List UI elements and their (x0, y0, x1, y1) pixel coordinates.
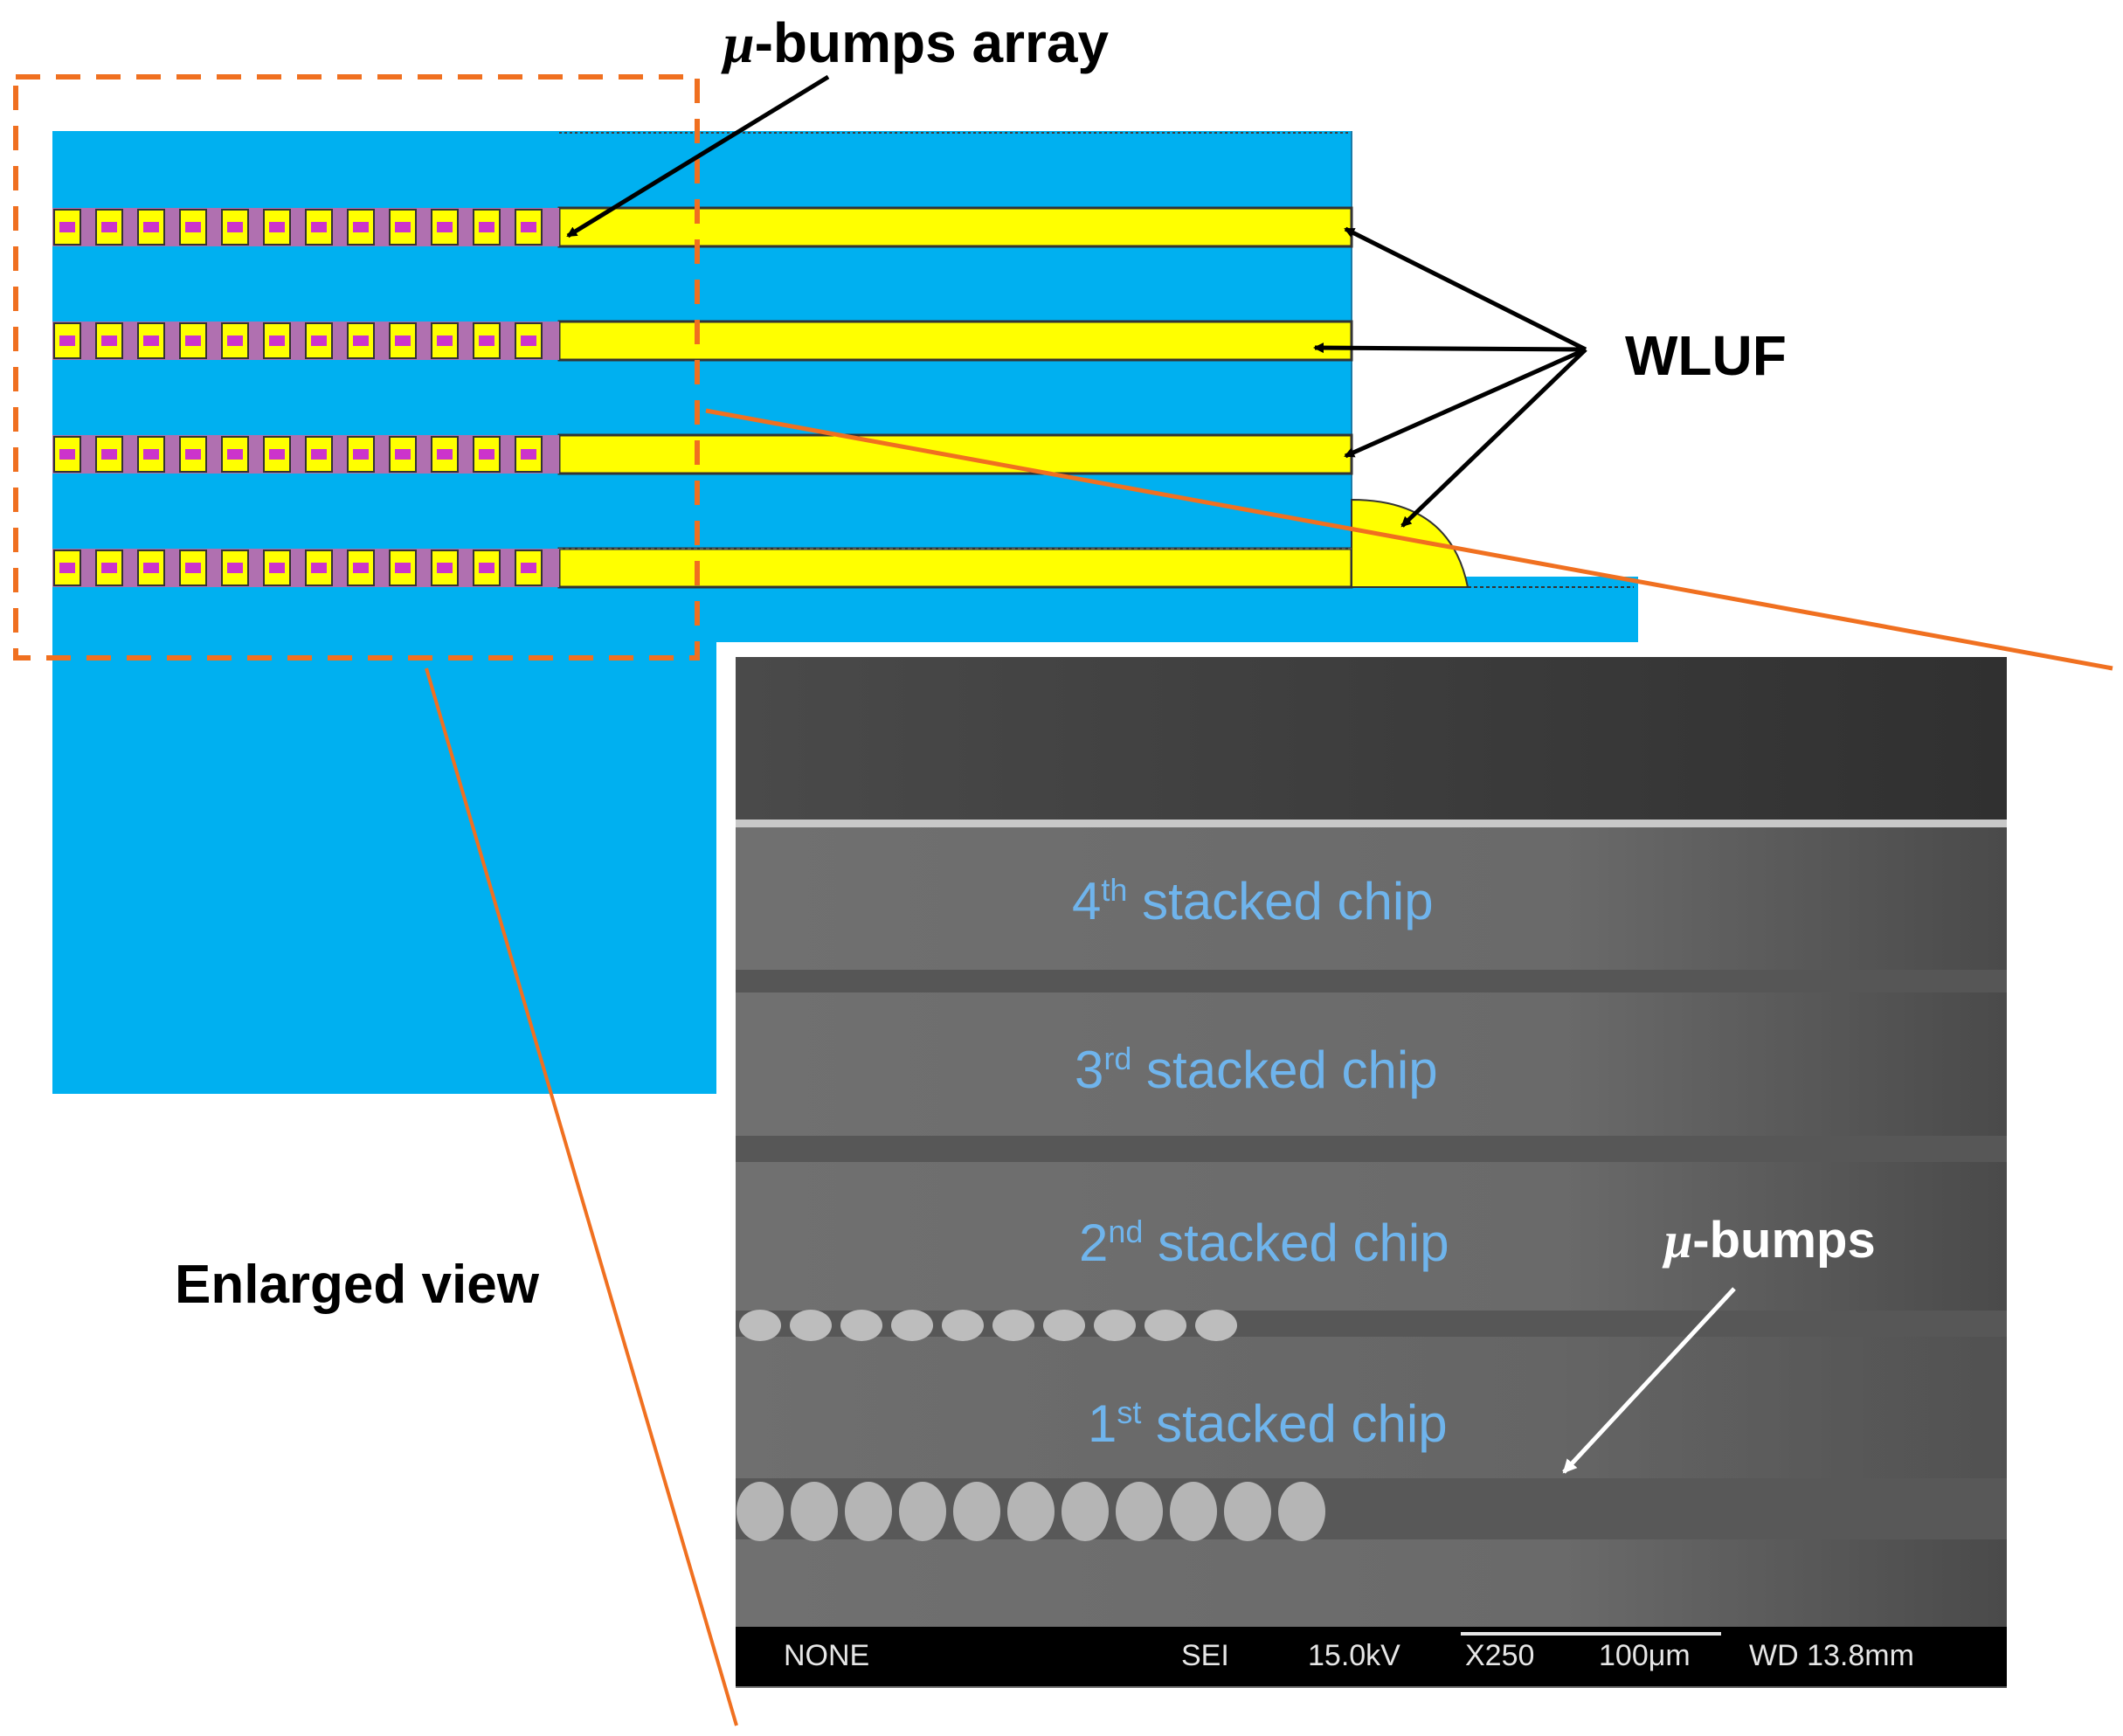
sem-micrograph (736, 657, 2007, 1688)
sem-signal: NONE (784, 1639, 870, 1672)
sem-bump (791, 1482, 838, 1541)
mu-bumps-array-label: μ-bumps array (723, 10, 1109, 76)
chip-number: 2 (1079, 1214, 1109, 1272)
sem-bump (845, 1482, 892, 1541)
wluf-layer-1 (557, 547, 1353, 589)
sem-voltage: 15.0kV (1308, 1639, 1400, 1672)
wluf-fillet (1351, 498, 1470, 588)
sem-bump (1094, 1310, 1136, 1341)
sem-chip-label-2: 2nd stacked chip (1079, 1213, 1449, 1273)
sem-bump (790, 1310, 832, 1341)
sem-scale-bar (1461, 1632, 1721, 1636)
sem-bump (953, 1482, 1000, 1541)
bump-row (52, 435, 559, 474)
sem-bump (840, 1310, 882, 1341)
sem-info-bar: NONE SEI 15.0kV X250 100μm WD 13.8mm (736, 1627, 2007, 1686)
sem-scale: 100μm (1599, 1639, 1691, 1672)
mu-symbol: μ (1664, 1212, 1693, 1269)
sem-bump (1043, 1310, 1085, 1341)
chip-number: 4 (1072, 872, 1102, 930)
wluf-layer-3 (557, 320, 1353, 362)
sem-chip-label-1: 1st stacked chip (1088, 1394, 1448, 1454)
sem-bump (1278, 1482, 1325, 1541)
sem-bump (739, 1310, 781, 1341)
micro-bump (473, 436, 501, 473)
mu-bumps-array-text: -bumps array (754, 11, 1110, 74)
sem-bump (899, 1482, 946, 1541)
chip-label-text: stacked chip (1127, 872, 1434, 930)
wluf-layers (557, 206, 1634, 589)
micro-bump (137, 322, 165, 359)
chip-number: 1 (1088, 1394, 1117, 1453)
connector-line-bottom (425, 667, 738, 1726)
chip-label-text: stacked chip (1141, 1394, 1448, 1453)
sem-working-distance: WD 13.8mm (1749, 1639, 1914, 1672)
chip-number: 3 (1075, 1041, 1104, 1099)
sem-bump (1224, 1482, 1271, 1541)
wluf-arrows (1313, 226, 1587, 528)
wluf-label: WLUF (1625, 324, 1787, 387)
micro-bump (53, 436, 81, 473)
bump-row (52, 322, 559, 360)
mu-symbol: μ (723, 12, 755, 74)
sem-bump (992, 1310, 1034, 1341)
chip-ordinal-suffix: nd (1108, 1214, 1144, 1249)
chip-ordinal-suffix: rd (1103, 1041, 1132, 1076)
bump-row (52, 549, 559, 587)
micro-bump (179, 209, 207, 246)
sem-bump (1195, 1310, 1237, 1341)
sem-bump (1170, 1482, 1217, 1541)
micro-bump (179, 550, 207, 586)
micro-bump (305, 436, 333, 473)
sem-detector: SEI (1181, 1639, 1229, 1672)
sem-bump (891, 1310, 933, 1341)
sem-mu-bumps-label: μ-bumps (1664, 1211, 1876, 1269)
chip-ordinal-suffix: st (1117, 1394, 1142, 1430)
sem-micro-bumps (736, 1310, 1325, 1541)
sem-bump (736, 1482, 784, 1541)
sem-bump (1007, 1482, 1055, 1541)
mu-bumps-text: -bumps (1692, 1212, 1876, 1269)
chip-ordinal-suffix: th (1101, 872, 1128, 908)
micro-bumps-array (52, 208, 559, 587)
mu-bumps-array-arrow (566, 74, 830, 239)
micro-bump (179, 436, 207, 473)
sem-chip-label-3: 3rd stacked chip (1075, 1040, 1438, 1100)
sem-chip-label-4: 4th stacked chip (1072, 871, 1434, 931)
enlarged-region-frame (13, 74, 700, 661)
connector-line-top (705, 408, 2113, 671)
sem-magnification: X250 (1465, 1639, 1535, 1672)
bump-row (52, 208, 559, 246)
enlarged-view-label: Enlarged view (175, 1255, 539, 1315)
micro-bump (95, 550, 123, 586)
micro-bump (347, 550, 375, 586)
wluf-layer-4 (557, 206, 1353, 248)
sem-background (736, 657, 2007, 821)
sem-bump (1144, 1310, 1186, 1341)
chip-label-text: stacked chip (1143, 1214, 1449, 1272)
sem-bump (942, 1310, 984, 1341)
sem-bump (1062, 1482, 1109, 1541)
chip-label-text: stacked chip (1131, 1041, 1438, 1099)
micro-bump (53, 209, 81, 246)
sem-bump (1116, 1482, 1163, 1541)
base-die (52, 577, 716, 1094)
sem-top-edge (736, 820, 2007, 827)
